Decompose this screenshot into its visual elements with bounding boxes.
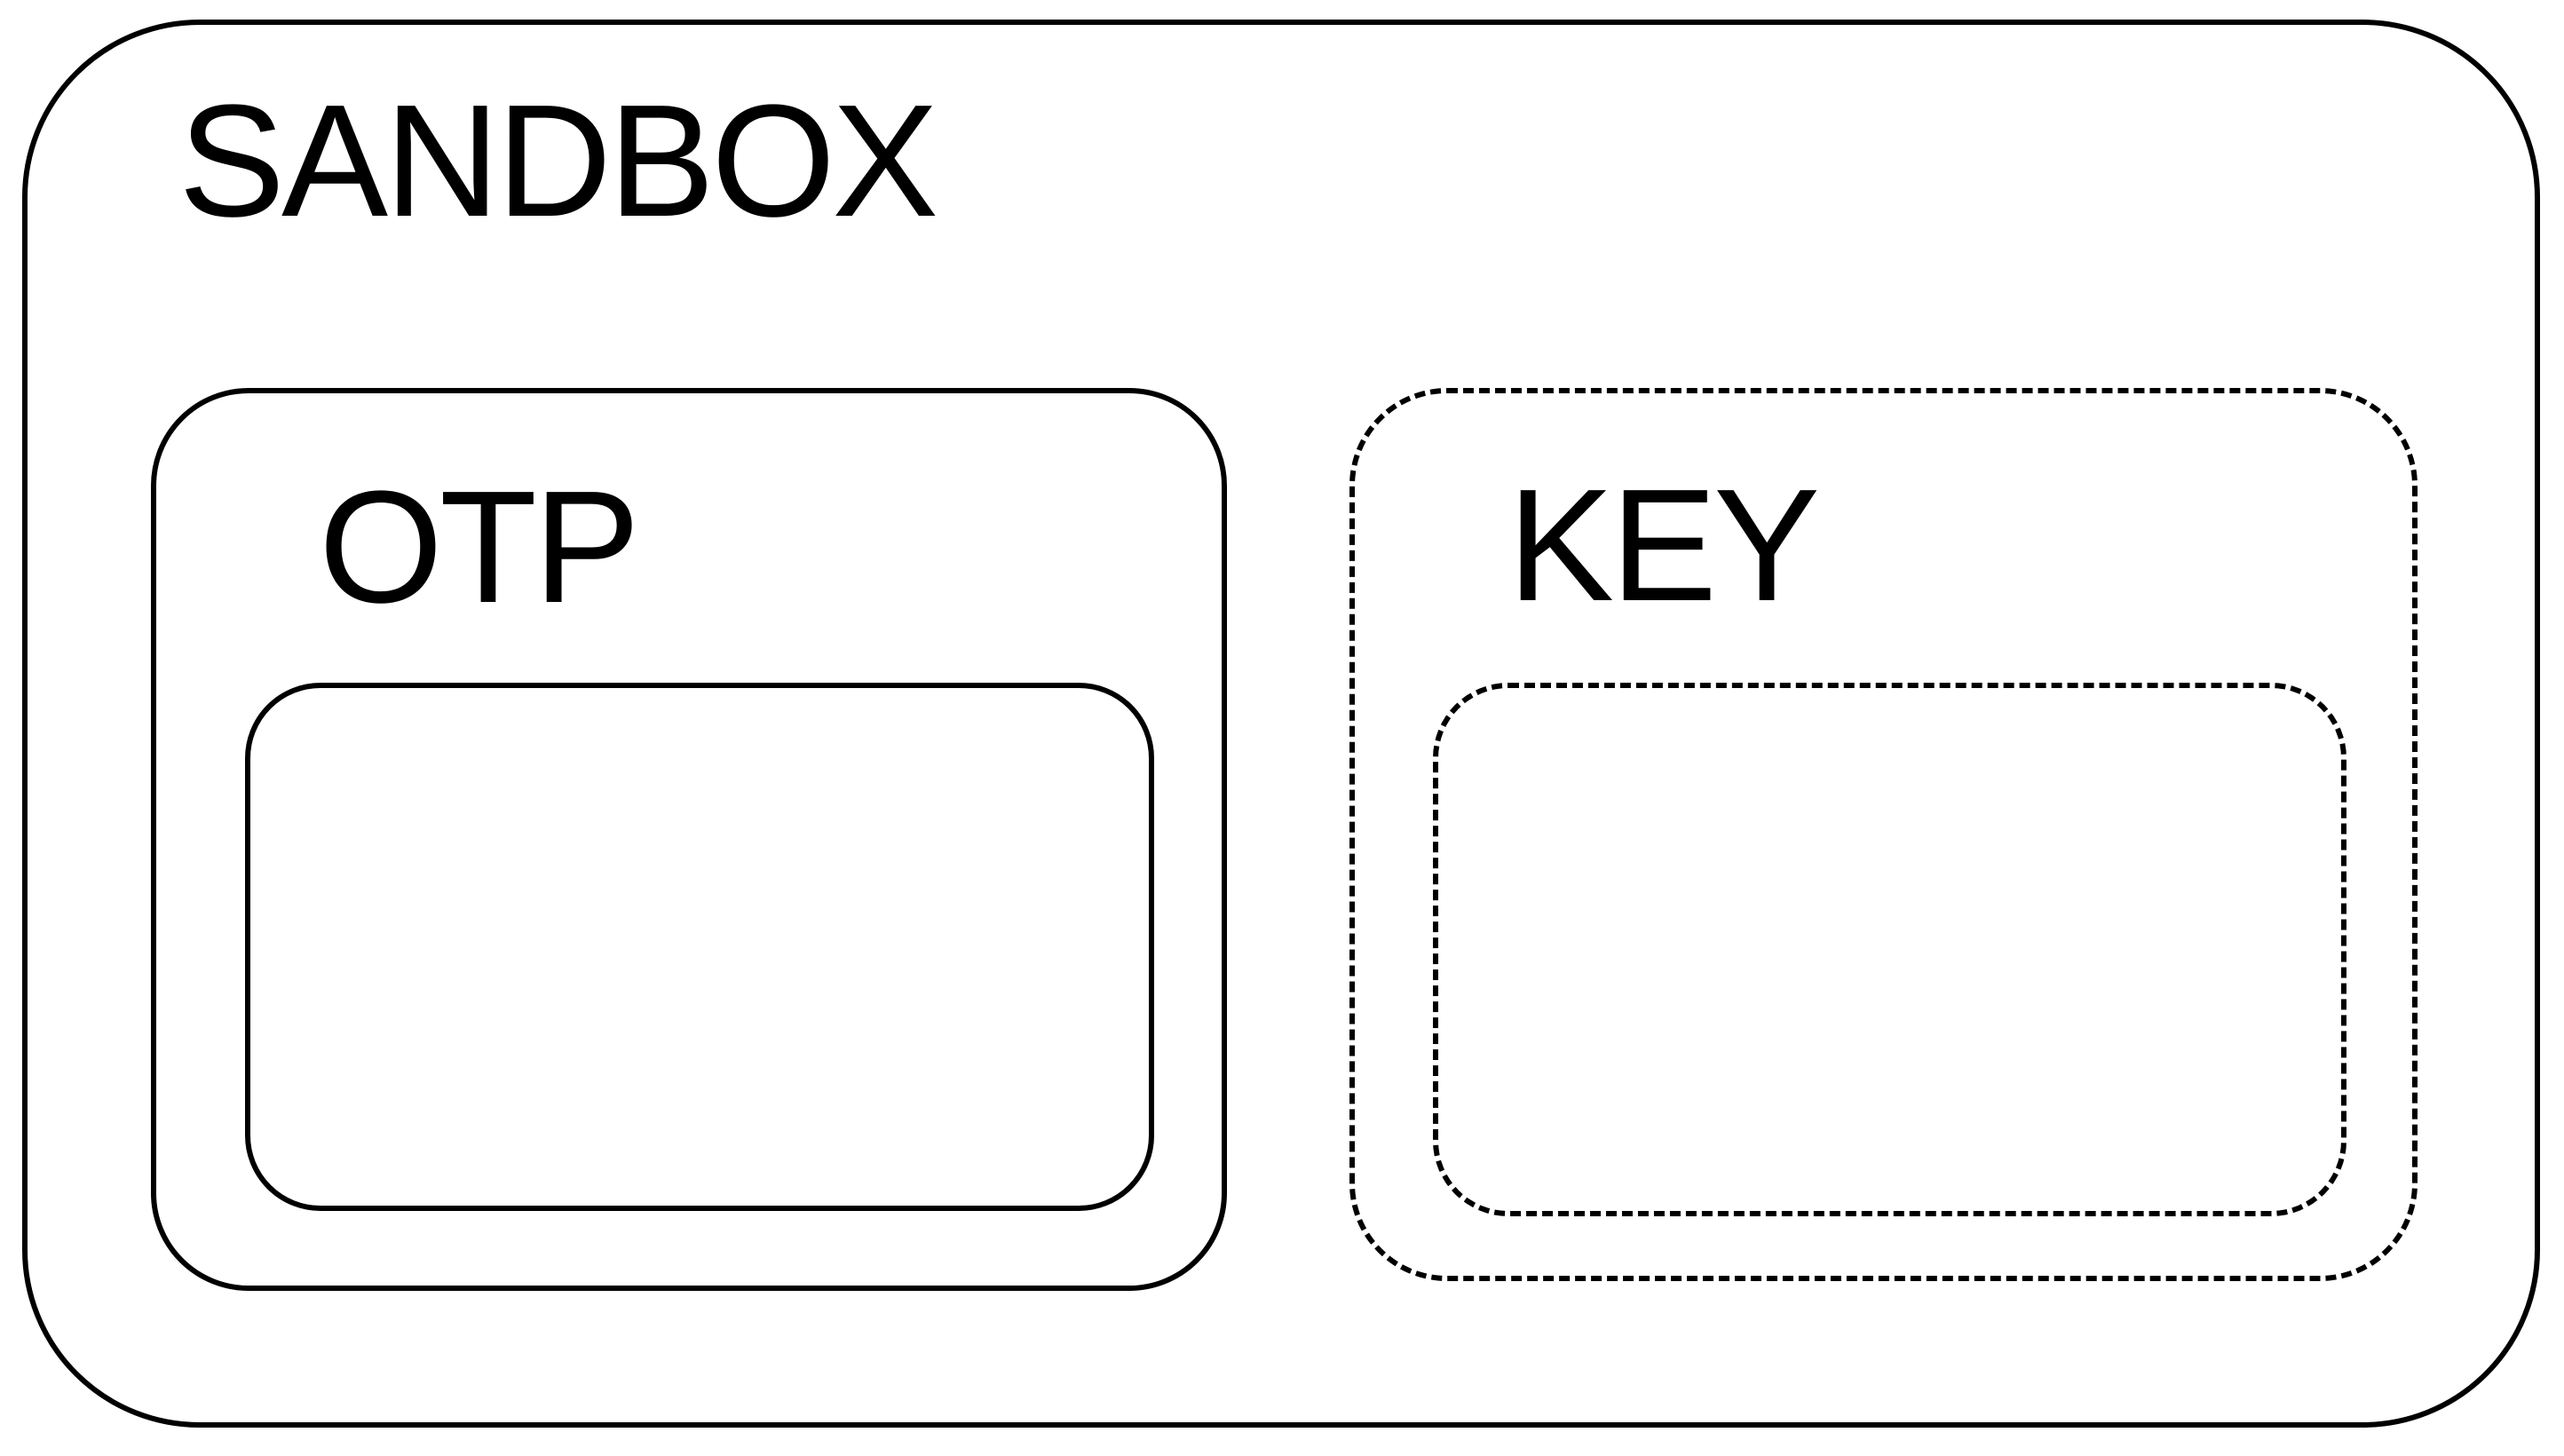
key-inner-slot (1433, 683, 2346, 1216)
key-box: KEY (1349, 388, 2418, 1281)
sandbox-label: SANDBOX (178, 72, 938, 250)
otp-inner-slot (245, 683, 1154, 1211)
otp-label: OTP (319, 458, 640, 637)
otp-box: OTP (151, 388, 1227, 1291)
key-label: KEY (1508, 456, 1820, 635)
